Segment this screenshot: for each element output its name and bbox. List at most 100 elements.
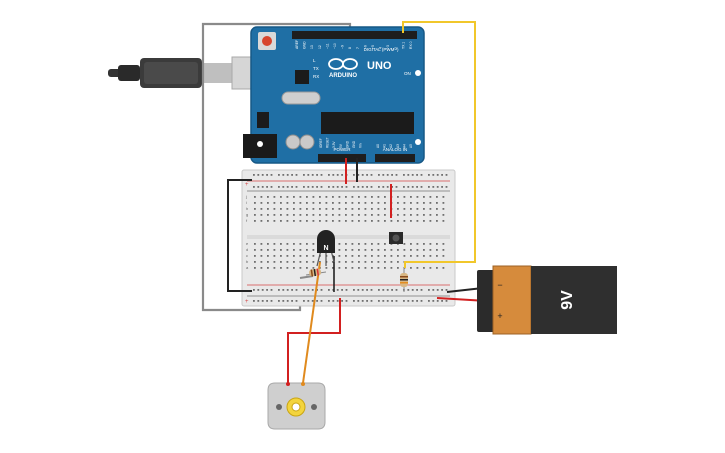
analog-pin-label: A4 [402,144,406,148]
breadboard-hole [403,220,406,222]
breadboard-hole [416,289,418,291]
breadboard-hole [280,249,282,251]
analog-header-label: ANALOG IN [383,147,408,152]
breadboard-hole [391,174,393,176]
breadboard-hole [306,202,308,204]
breadboard-hole [280,261,282,263]
led-label: L [313,58,316,63]
breadboard-hole [384,243,386,245]
breadboard-hole [371,202,373,204]
breadboard-hole [351,196,354,198]
pushbutton[interactable] [389,232,403,244]
breadboard-hole [332,220,334,222]
breadboard-hole [416,214,419,216]
battery-voltage-label: 9V [559,290,576,310]
resistor-pulldown[interactable] [400,268,408,292]
breadboard-hole [332,208,334,210]
breadboard-hole [403,214,406,216]
breadboard-hole [311,300,314,302]
breadboard-hole [286,174,289,176]
breadboard-hole [345,255,347,257]
breadboard-hole [432,289,435,291]
breadboard-hole [267,261,269,263]
breadboard-hole [353,300,355,302]
breadboard-hole [307,289,310,291]
breadboard-hole [267,208,269,210]
breadboard-hole [319,214,321,216]
breadboard-hole [429,208,432,210]
breadboard-hole [351,249,354,251]
breadboard-hole [332,300,335,302]
wire-red-motor[interactable] [287,298,341,383]
breadboard-hole [442,243,445,245]
breadboard-hole [320,174,323,176]
breadboard-hole [267,255,269,257]
usb-cable[interactable] [108,56,275,90]
npn-transistor[interactable]: N [316,230,335,267]
breadboard-hole [416,243,419,245]
breadboard-hole [384,214,386,216]
breadboard-hole [397,208,399,210]
wire-black-rail[interactable] [227,179,252,292]
breadboard-hole [429,202,432,204]
breadboard-hole [436,220,438,222]
breadboard-hole [338,214,341,216]
breadboard-hole [364,249,367,251]
breadboard-hole [319,220,321,222]
breadboard-hole [345,208,347,210]
breadboard-hole [384,208,386,210]
breadboard-hole [377,255,380,257]
breadboard-hole [384,196,386,198]
breadboard-hole [436,196,438,198]
breadboard-hole [273,208,276,210]
breadboard-hole [299,267,302,269]
breadboard-hole [286,243,289,245]
breadboard-hole [312,196,315,198]
breadboard-hole [345,202,347,204]
digital-pin-label: ~10 [333,43,337,49]
wire-gray-short[interactable] [299,275,314,279]
breadboard-hole [390,249,393,251]
breadboard-hole [436,174,439,176]
breadboard-hole [253,186,255,188]
arduino-uno-board[interactable]: ARDUINO UNO DIGITAL (PWM~) POWER ANALOG … [243,26,425,164]
resistor-base[interactable] [305,268,327,277]
breadboard-hole [260,220,263,222]
breadboard-hole [282,289,285,291]
breadboard-hole [312,202,315,204]
breadboard-hole [341,289,343,291]
breadboard-hole [299,214,302,216]
breadboard-hole [416,196,419,198]
breadboard-hole [306,267,308,269]
breadboard-hole [370,300,373,302]
battery-plus-label: + [497,311,502,321]
breadboard-hole [377,202,380,204]
breadboard-hole [403,243,406,245]
breadboard-hole [403,196,406,198]
breadboard-hole [253,300,255,302]
breadboard-hole [390,220,393,222]
breadboard-hole [377,220,380,222]
breadboard-hole [325,214,328,216]
breadboard-hole [260,261,263,263]
breadboard-hole [403,255,406,257]
breadboard-hole [442,255,445,257]
dc-motor[interactable] [267,382,326,430]
breadboard-hole [358,214,360,216]
breadboard-hole [291,186,293,188]
breadboard-hole [364,208,367,210]
breadboard-hole [386,174,389,176]
battery-9v[interactable]: − + 9V [477,265,617,335]
breadboard-hole [312,243,315,245]
breadboard-hole [338,208,341,210]
breadboard-hole [286,186,289,188]
wire-yellow[interactable] [402,21,476,268]
breadboard-hole [410,196,412,198]
breadboard-hole [371,267,373,269]
wire-orange-motor[interactable] [302,261,321,384]
breadboard-hole [306,208,308,210]
breadboard-hole [295,289,298,291]
